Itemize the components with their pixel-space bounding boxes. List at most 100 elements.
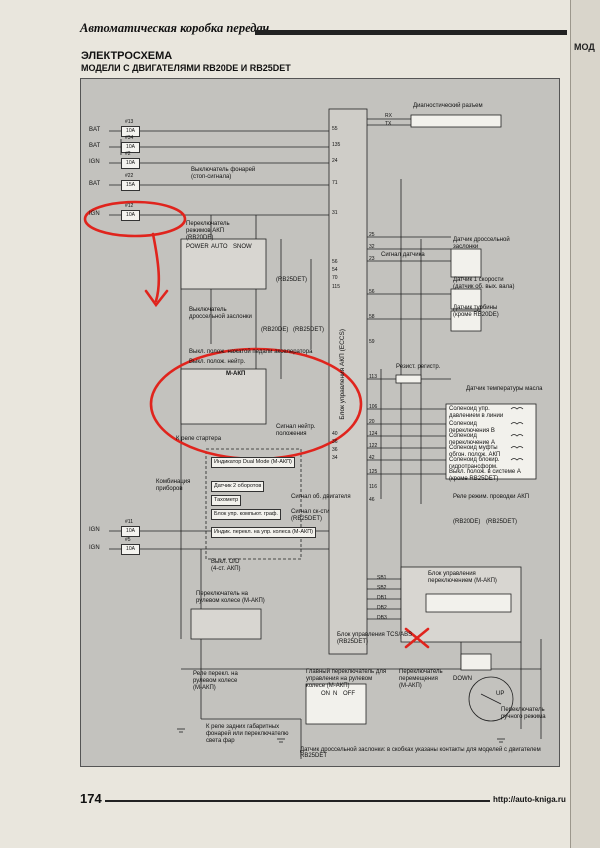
ecu-pin: 59 — [369, 339, 375, 345]
state-on: ON — [321, 691, 330, 697]
throttle-rb25det: (RB25DET) — [293, 327, 325, 333]
brake-switch-label: Выключатель фонарей (стоп-сигнала) — [191, 167, 256, 180]
fuse-13-num: #13 — [125, 119, 134, 125]
variant-rb25det: (RB25DET) — [486, 519, 518, 525]
source-ign-4: IGN — [89, 545, 100, 551]
source-bat-2: BAT — [89, 143, 101, 149]
ecu-pin: 56 — [369, 289, 375, 295]
ecu-pin: 20 — [369, 419, 375, 425]
source-ign-2: IGN — [89, 211, 100, 217]
fuse-11: 10A — [121, 526, 140, 537]
fuse-2: 10A — [121, 158, 140, 169]
turbine-sensor-label: Датчик турбины (кроме RB20DE) — [453, 305, 499, 318]
header-rule — [255, 30, 567, 35]
ecu-pin: 36 — [332, 439, 338, 445]
mt-pin: DB2 — [377, 605, 387, 611]
wheel-shift-label: Переключатель на рулевом колесе (М-АКП) — [196, 591, 265, 604]
throttle-sensor-label: Датчик дроссельной заслонки — [453, 237, 510, 250]
oil-temp-label: Датчик температуры масла — [466, 386, 543, 392]
state-n: N — [333, 691, 338, 697]
facing-page-heading: МОД — [574, 42, 595, 52]
ecu-pin: 56 — [332, 259, 338, 265]
footer-url: http://auto-kniga.ru — [493, 795, 566, 804]
chapter-title: Автоматическая коробка передач — [80, 21, 270, 35]
ecu-pin: 46 — [369, 497, 375, 503]
ecu-pin: 42 — [369, 455, 375, 461]
fuse-22: 15A — [121, 180, 140, 191]
section-title: ЭЛЕКТРОСХЕМА — [81, 50, 173, 62]
fuse-13: 10A — [121, 126, 140, 137]
lockup-solenoid-label: Соленоид блокир. гидротрансформ. — [449, 457, 500, 470]
fuse-5: 10A — [121, 544, 140, 555]
state-off: OFF — [343, 691, 355, 697]
ecu-pin: 122 — [369, 443, 378, 449]
sensor-signal-label: Сигнал датчика — [381, 252, 425, 258]
fuse-34-num: #34 — [125, 135, 134, 141]
ecu-pin: 25 — [369, 232, 375, 238]
fuse-5-num: #5 — [125, 537, 131, 543]
ecu-pin: 70 — [332, 275, 338, 281]
ecu-pin: 58 — [369, 314, 375, 320]
tachometer: Тахометр — [211, 495, 242, 506]
wiring-diagram: BAT BAT IGN BAT IGN IGN IGN 10A 10A 10A … — [80, 78, 560, 767]
ecu-pin: 125 — [369, 469, 378, 475]
ctrl-unit-speed: Блок упр. компьют. граф. — [211, 509, 281, 520]
source-bat-3: BAT — [89, 181, 101, 187]
source-ign-1: IGN — [89, 159, 100, 165]
rx-label: RX — [385, 113, 392, 119]
fuse-11-num: #11 — [125, 519, 133, 525]
throttle-switch-label: Выключатель дроссельной заслонки — [189, 307, 252, 320]
fuse-22-num: #22 — [125, 173, 134, 179]
tcs-abs-label: Блок управления TCS/ABS (RB25DET) — [337, 632, 413, 645]
page-number: 174 — [80, 791, 102, 806]
ecu-label: Блок управления АКП (ECCS) — [339, 329, 346, 420]
fuse-2-num: #2 — [125, 151, 131, 157]
idle-switch-label: Выкл. полож. нажатой педали акселератора — [189, 349, 313, 355]
shift-lever-label: Переключатель перемещения (М-АКП) — [399, 669, 443, 689]
ecu-pin: 54 — [332, 267, 338, 273]
source-bat-1: BAT — [89, 127, 101, 133]
wheel-relay-label: Реле перекл. на рулевом колесе (М-АКП) — [193, 671, 238, 691]
mt-pin: SB2 — [377, 585, 387, 591]
ecu-pin: 34 — [332, 455, 338, 461]
mt-ctrl-unit-label: Блок управления переключением (М-АКП) — [428, 571, 497, 584]
ecu-pin: 36 — [332, 447, 338, 453]
mt-pin: DB3 — [377, 615, 387, 621]
mt-pin: DB1 — [377, 595, 387, 601]
upshift-label: UP — [496, 691, 505, 697]
speed-sensor-label: Датчик 1 скорости (датчик об. вых. вала) — [453, 277, 515, 290]
fuse-12: 10A — [121, 210, 140, 221]
mode-snow: SNOW — [233, 244, 252, 250]
downshift-label: DOWN — [453, 676, 472, 682]
ecu-pin: 31 — [332, 210, 338, 216]
od-switch-label: Выкл. O/D (4-ст. АКП) — [211, 559, 241, 572]
main-switch-label: Главный переключатель для управления на … — [306, 669, 387, 689]
ecu-pin: 106 — [369, 404, 378, 410]
facing-page-edge: МОД — [570, 0, 600, 848]
resistor-label: Резист. регистр. — [396, 364, 441, 370]
solenoid-b-label: Соленоид переключения B — [449, 421, 495, 434]
mode-auto: AUTO — [211, 244, 228, 250]
relay-mode-label: Реле режим. проводки АКП — [453, 494, 530, 500]
variant-rb20de: (RB20DE) — [453, 519, 481, 525]
ecu-pin: 116 — [369, 484, 377, 490]
fuse-12-num: #12 — [125, 203, 134, 209]
section-subtitle: МОДЕЛИ С ДВИГАТЕЛЯМИ RB20DE И RB25DET — [81, 63, 291, 73]
engine-speed-signal: Сигнал об. двигателя — [291, 494, 351, 500]
diag-connector-label: Диагностический разъем — [413, 103, 483, 109]
speed-signal: Сигнал ск-сти (RB25DET) — [291, 509, 330, 522]
ecu-pin: 40 — [332, 431, 338, 437]
ecu-pin: 23 — [369, 256, 375, 262]
fuse-34: 10A — [121, 142, 140, 153]
dual-mode-indicator: Индикатор Dual Mode (М-АКП) — [211, 457, 295, 468]
neutral-pos-switch-label: Выкл. полож. в системе А (кроме RB25DET) — [449, 469, 521, 482]
manual-mode-label: Переключатель ручного режима — [501, 707, 546, 720]
rb25det-note: (RB25DET) — [276, 277, 308, 283]
mode-power: POWER — [186, 244, 209, 250]
ecu-pin: 71 — [332, 180, 338, 186]
ecu-pin: 32 — [369, 244, 375, 250]
cluster-label: Комбинация приборов — [156, 479, 191, 492]
ecu-pin: 135 — [332, 142, 341, 148]
diagram-footnote: Датчик дроссельной заслонки: в скобках у… — [300, 747, 541, 759]
